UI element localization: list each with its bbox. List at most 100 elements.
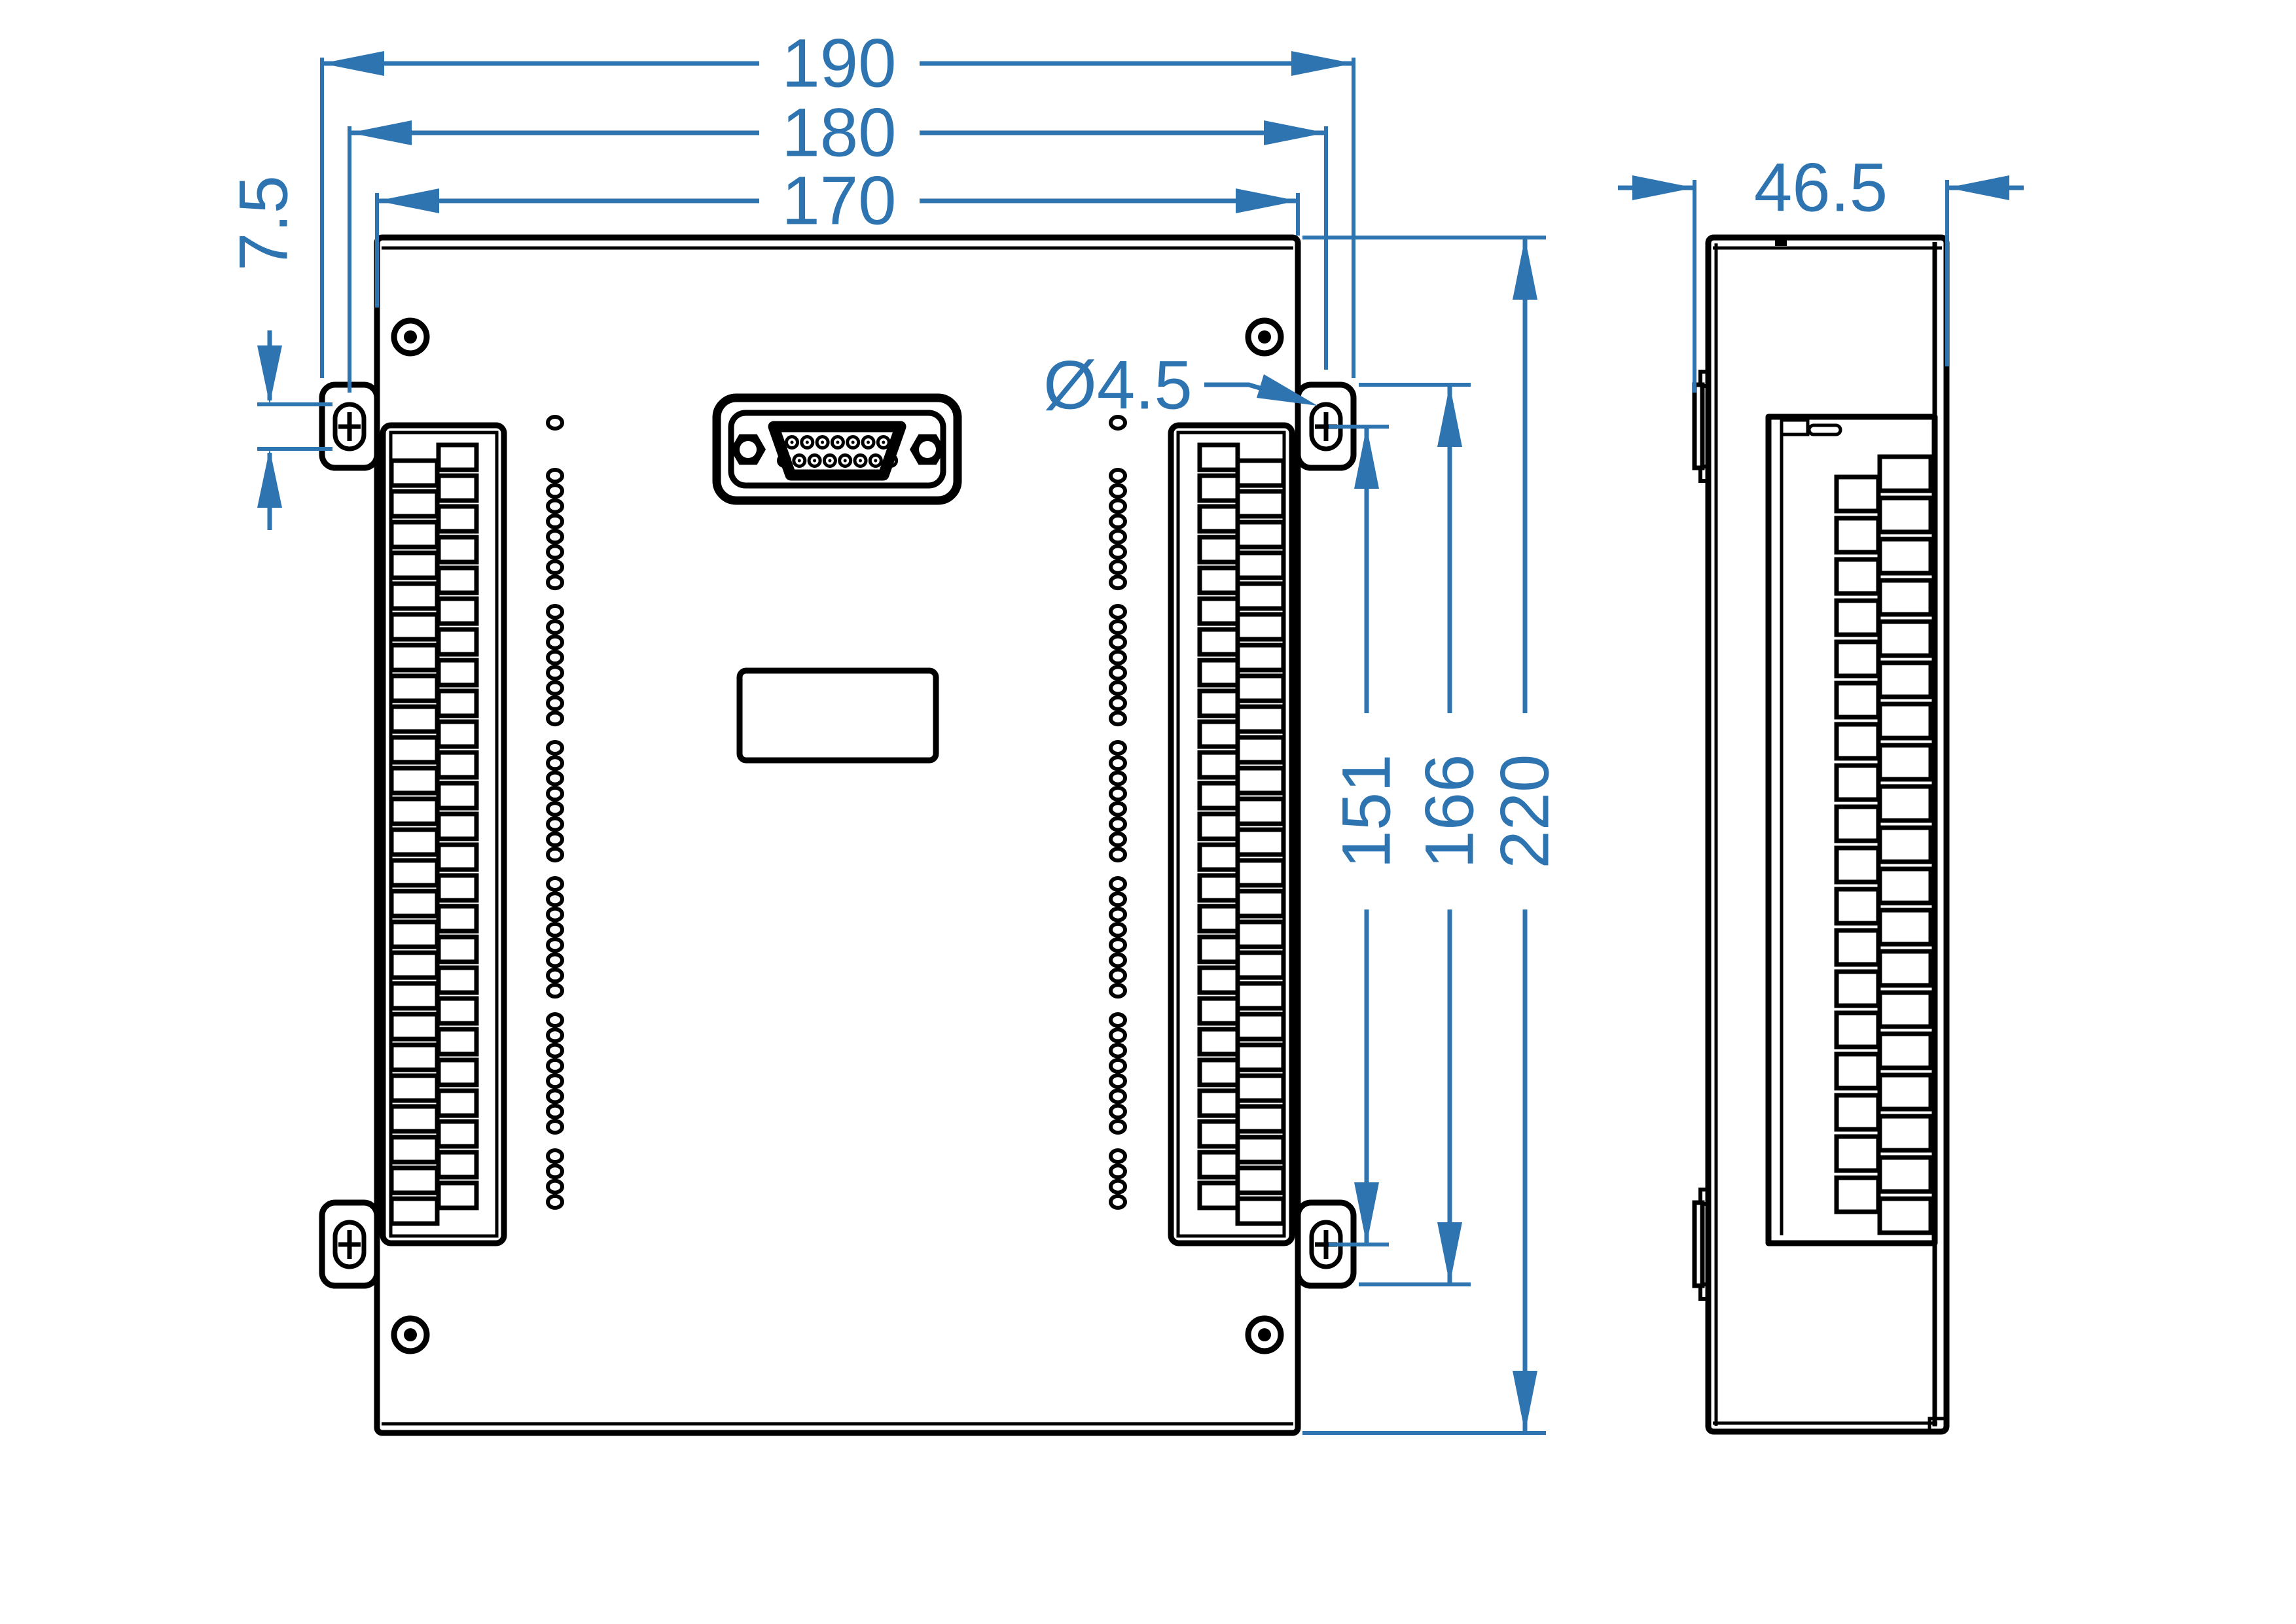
dsub-pin <box>853 453 868 468</box>
terminal-blocks-side <box>1834 454 1933 1235</box>
vent-hole <box>546 983 564 999</box>
vent-hole <box>1109 695 1127 711</box>
terminal-block <box>389 1012 440 1042</box>
terminal-block <box>436 627 479 657</box>
dsub-pin-center <box>882 440 886 444</box>
dsub-pin <box>861 435 876 450</box>
terminal-block <box>389 1196 440 1226</box>
dim-mount-bracket-span-label: 166 <box>1412 754 1488 868</box>
dim-overall-width: 190 <box>320 26 1355 378</box>
vent-hole <box>1109 559 1127 575</box>
dsub-pin <box>846 435 861 450</box>
dsub-pin-center <box>836 440 840 444</box>
terminal-block <box>1834 557 1881 596</box>
bottom-edge-step <box>1928 1417 1946 1432</box>
vent-hole <box>546 604 564 620</box>
vent-hole-column-right <box>1109 415 1127 1210</box>
vent-hole <box>1109 1073 1127 1089</box>
product-label <box>736 667 939 764</box>
dsub-connector <box>712 393 962 505</box>
vent-hole <box>1109 1178 1127 1195</box>
dsub-nut-left <box>730 434 766 465</box>
terminal-block <box>1197 934 1240 964</box>
vent-hole <box>546 574 564 591</box>
terminal-block <box>1235 581 1286 611</box>
vent-hole <box>1109 619 1127 635</box>
vent-hole <box>546 529 564 545</box>
vent-hole <box>546 906 564 923</box>
vent-hole <box>546 483 564 499</box>
vent-hole <box>546 1073 564 1089</box>
terminal-block <box>1197 1119 1240 1149</box>
dsub-pin <box>830 435 845 450</box>
vent-hole <box>1109 740 1127 756</box>
vent-hole <box>546 498 564 514</box>
vent-hole <box>1109 649 1127 665</box>
front-view <box>319 234 1357 1436</box>
vent-hole <box>1109 1148 1127 1164</box>
dsub-pin-center <box>828 459 832 463</box>
vent-hole <box>546 649 564 665</box>
terminal-blocks-left <box>389 442 479 1226</box>
housing-clip <box>1780 418 1810 436</box>
terminal-block <box>389 458 440 488</box>
terminal-block <box>1197 504 1240 534</box>
dim-mount-hole-spacing-vertical-label: 151 <box>1329 754 1405 868</box>
side-view <box>1692 234 1950 1435</box>
dsub-pin-center <box>867 440 870 444</box>
vent-hole <box>1109 1012 1127 1028</box>
terminal-block <box>1235 1073 1286 1103</box>
vent-hole <box>1109 891 1127 908</box>
terminal-block <box>1235 673 1286 703</box>
dsub-pin-center <box>874 459 878 463</box>
vent-hole <box>546 1042 564 1059</box>
corner-screw-top-right <box>1245 317 1284 357</box>
corner-screw-bottom-right <box>1245 1315 1284 1354</box>
terminal-blocks-right <box>1197 442 1286 1226</box>
dimensions: 190 180 170 <box>226 26 2024 1435</box>
terminal-block <box>389 489 440 519</box>
terminal-block <box>389 950 440 980</box>
dim-mount-slot-length: 7.5 <box>226 175 332 530</box>
terminal-block <box>389 1042 440 1072</box>
terminal-block <box>1877 825 1933 864</box>
terminal-block <box>1197 873 1240 903</box>
terminal-block <box>1235 1196 1286 1226</box>
vent-hole <box>546 1088 564 1104</box>
terminal-block <box>436 781 479 811</box>
terminal-block <box>1197 904 1240 934</box>
vent-hole <box>546 695 564 711</box>
dim-body-width-label: 170 <box>781 163 896 239</box>
terminal-block <box>1834 1093 1881 1132</box>
terminal-block <box>1877 1031 1933 1070</box>
terminal-block <box>436 688 479 718</box>
terminal-block <box>389 766 440 796</box>
vent-hole <box>546 770 564 786</box>
vent-hole <box>546 468 564 484</box>
terminal-block <box>1197 1057 1240 1087</box>
dsub-nut-right <box>910 434 945 465</box>
terminal-block <box>1834 845 1881 885</box>
terminal-block <box>1235 950 1286 980</box>
terminal-block <box>389 827 440 857</box>
vent-hole <box>546 847 564 863</box>
dsub-pin-center <box>851 440 855 444</box>
dsub-pin <box>792 453 807 468</box>
vent-hole <box>546 665 564 681</box>
terminal-block <box>436 596 479 626</box>
terminal-block <box>436 658 479 688</box>
vent-hole <box>1109 468 1127 484</box>
terminal-block <box>1197 627 1240 657</box>
dim-overall-depth: 46.5 <box>1618 150 2024 393</box>
dsub-pin <box>815 435 830 450</box>
terminal-block <box>1877 578 1933 617</box>
terminal-block <box>1197 1088 1240 1118</box>
terminal-block <box>1197 565 1240 595</box>
terminal-block <box>1834 969 1881 1008</box>
terminal-block <box>1834 763 1881 802</box>
vent-hole <box>1109 983 1127 999</box>
terminal-block <box>1877 701 1933 741</box>
vent-hole <box>1109 937 1127 953</box>
terminal-block <box>1877 1155 1933 1194</box>
